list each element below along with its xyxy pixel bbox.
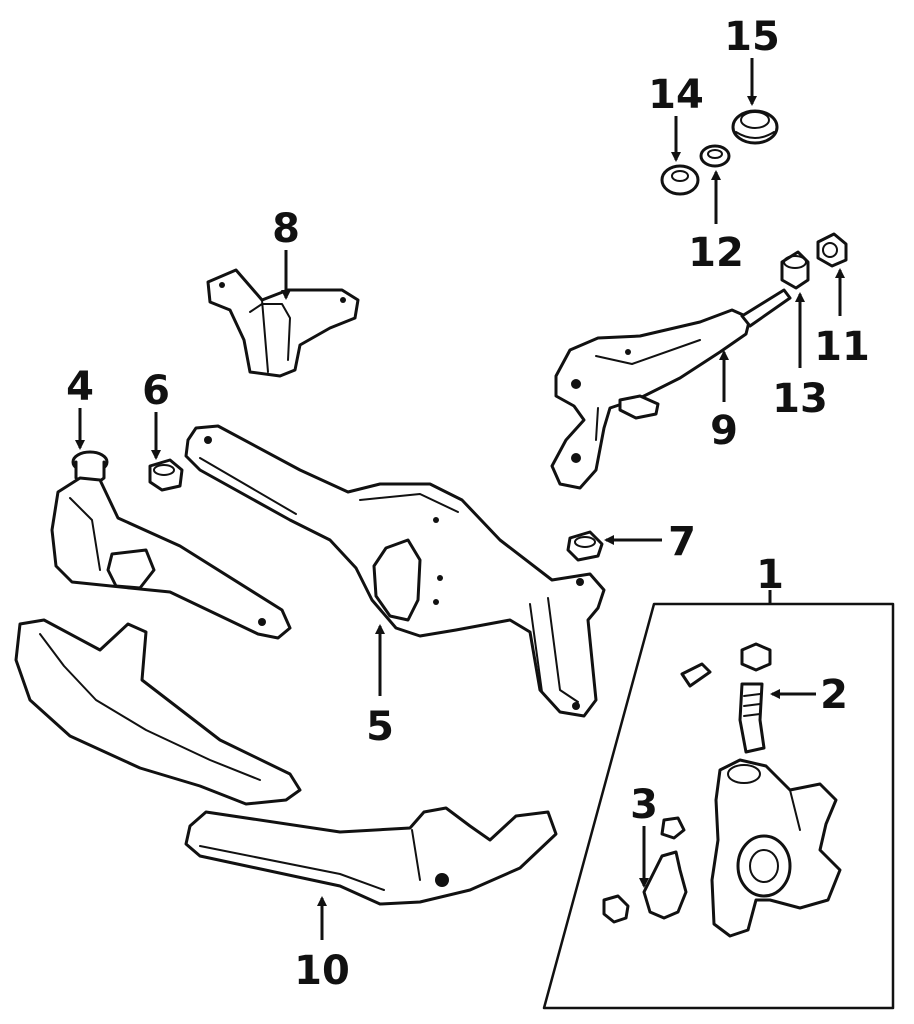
- part-2-stud: [680, 642, 772, 754]
- part-10-shield: [14, 618, 558, 906]
- callout-1: 1: [756, 552, 784, 598]
- callout-5: 5: [366, 704, 394, 750]
- callout-12: 12: [688, 230, 744, 276]
- callout-8: 8: [272, 206, 300, 252]
- knuckle: [710, 758, 842, 938]
- leader-lines: [75, 58, 845, 940]
- callout-7: 7: [668, 519, 696, 565]
- part-13-bushing: [780, 250, 810, 290]
- part-12-sleeve: [699, 144, 731, 168]
- part-3-ball-joint: [602, 816, 688, 924]
- callout-4: 4: [66, 364, 94, 410]
- part-9-control-arm: [550, 288, 792, 490]
- part-1-assembly-box: [542, 602, 895, 1010]
- callout-3: 3: [630, 782, 658, 828]
- part-6-nut: [148, 458, 184, 492]
- callout-15: 15: [724, 14, 780, 60]
- callout-9: 9: [710, 408, 738, 454]
- part-8-mount-bracket: [206, 268, 360, 378]
- part-7-nut: [566, 530, 604, 562]
- callout-labels: 1 2 3 4 5 6 7 8 9 10 11 12 13 14 15: [66, 14, 870, 994]
- callout-10: 10: [294, 948, 350, 994]
- part-5-crossmember: [184, 424, 606, 718]
- left-mount-arm: [50, 476, 292, 640]
- callout-14: 14: [648, 72, 704, 118]
- callout-6: 6: [142, 368, 170, 414]
- part-15-bushing: [731, 109, 779, 145]
- callout-11: 11: [814, 324, 870, 370]
- callout-13: 13: [772, 376, 828, 422]
- part-14-washer: [660, 164, 700, 196]
- callout-2: 2: [820, 672, 848, 718]
- part-11-nut: [816, 232, 848, 268]
